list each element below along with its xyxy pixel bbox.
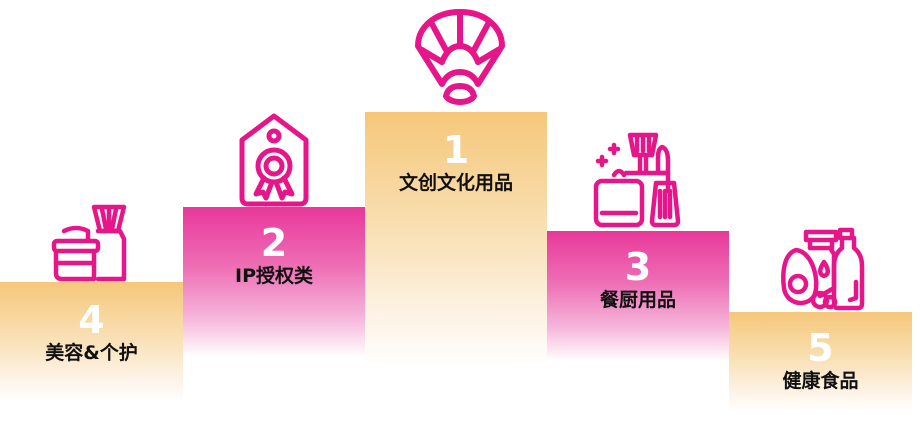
- cosmetics-icon: [50, 203, 130, 283]
- podium-rank-1: 1 文创文化用品: [365, 112, 547, 368]
- category-label: 餐厨用品: [599, 289, 676, 311]
- rank-number: 3: [624, 245, 652, 289]
- category-label: 文创文化用品: [398, 172, 513, 194]
- rank-number: 4: [78, 298, 105, 342]
- health-food-icon: [780, 226, 866, 312]
- podium-rank-2: 2 IP授权类: [183, 207, 365, 357]
- podium-rank-3: 3 餐厨用品: [547, 231, 729, 361]
- podium-rank-5: 5 健康食品: [729, 312, 912, 412]
- rank-number: 5: [807, 326, 834, 370]
- category-label: 美容&个护: [45, 342, 138, 364]
- award-tag-icon: [236, 112, 312, 208]
- rank-number: 2: [260, 221, 288, 265]
- podium-rank-4: 4 美容&个护: [0, 282, 183, 402]
- rank-number: 1: [442, 128, 470, 172]
- kitchenware-icon: [592, 131, 684, 231]
- category-label: 健康食品: [782, 370, 859, 392]
- folding-fan-icon: [412, 6, 508, 110]
- category-label: IP授权类: [235, 265, 313, 287]
